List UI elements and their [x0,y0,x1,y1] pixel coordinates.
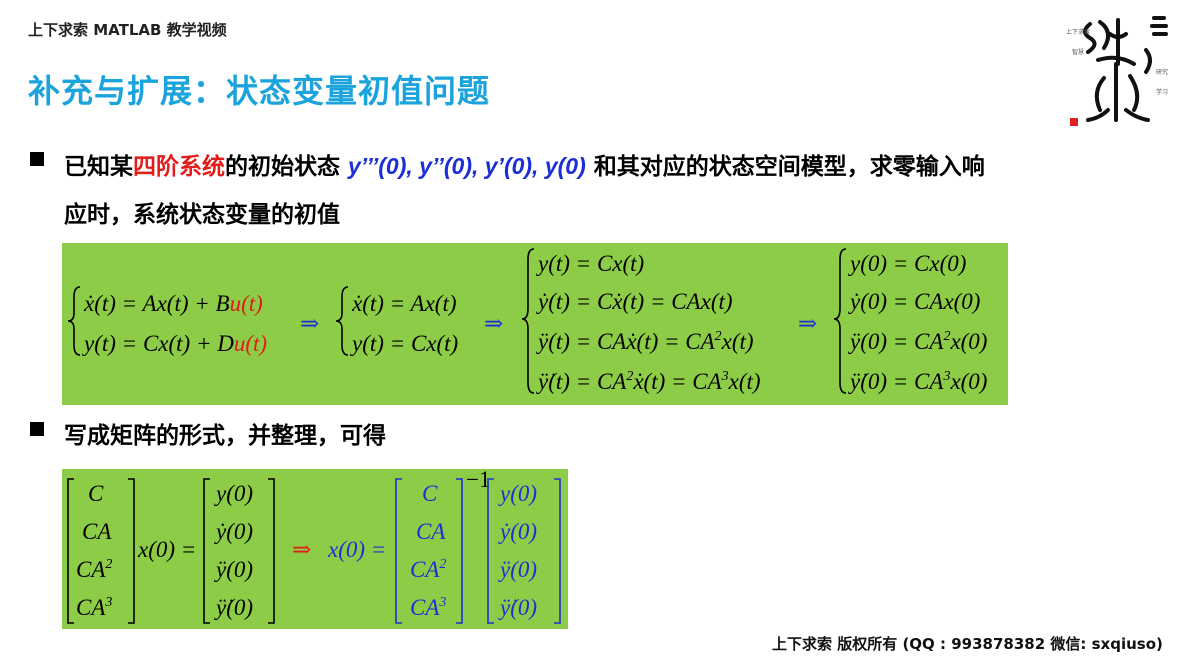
svg-text:ẏ(0): ẏ(0) [498,519,537,544]
svg-text:CA3: CA3 [410,595,446,620]
svg-text:研究: 研究 [1156,68,1168,76]
bullet-square-icon [30,422,44,436]
bullet-1-vars: y’’’(0), y’’(0), y’(0), y(0) [348,153,586,179]
svg-text:C: C [422,481,438,506]
svg-text:⇒: ⇒ [292,537,311,562]
svg-text:学习: 学习 [1156,88,1168,96]
svg-text:ÿ̇(0): ÿ̇(0) [498,595,537,620]
svg-text:智慧: 智慧 [1072,48,1084,56]
bullet-square-icon [30,152,44,166]
svg-text:C: C [88,481,104,506]
svg-text:ÿ(t) = CAẋ(t) = CA2x(t): ÿ(t) = CAẋ(t) = CA2x(t) [536,329,754,354]
svg-text:ÿ(0) = CA2x(0): ÿ(0) = CA2x(0) [848,329,987,354]
svg-text:ÿ̇(0): ÿ̇(0) [214,595,253,620]
svg-text:ÿ̇(t) = CA2ẋ(t) = CA3x(t): ÿ̇(t) = CA2ẋ(t) = CA3x(t) [536,369,761,394]
svg-text:上下求索: 上下求索 [1066,28,1090,36]
svg-text:x(0) =: x(0) = [327,537,386,562]
svg-text:CA: CA [416,519,446,544]
footer-copyright: 上下求索 版权所有 (QQ : 993878382 微信: sxqiuso) [772,635,1163,653]
svg-text:y(0) = Cx(0): y(0) = Cx(0) [848,251,966,276]
bullet-2-text: 写成矩阵的形式，并整理，可得 [64,423,386,449]
svg-text:ÿ(0): ÿ(0) [214,557,253,582]
bullet-1-line2: 应时，系统状态变量的初值 [64,202,340,228]
svg-text:y(0): y(0) [498,481,537,506]
page-title: 补充与扩展：状态变量初值问题 [28,72,491,110]
bullet-1-highlight: 四阶系统 [133,154,225,180]
svg-text:ÿ(0): ÿ(0) [498,557,537,582]
svg-text:⇒: ⇒ [484,311,503,336]
svg-text:ÿ̇(0) = CA3x(0): ÿ̇(0) = CA3x(0) [848,369,987,394]
svg-text:⇒: ⇒ [798,311,817,336]
header-text: 上下求索 MATLAB 教学视频 [28,21,227,39]
equation-2-svg: C CA CA2 CA3 x(0) = y(0) ẏ(0) ÿ(0) ÿ̇(0)… [67,469,561,624]
bullet-1-text: 已知某四阶系统的初始状态 y’’’(0), y’’(0), y’(0), y(0… [64,142,985,239]
bullet-1-part1: 已知某 [64,154,133,180]
bullet-1-part3: 和其对应的状态空间模型，求零输入响 [585,154,985,180]
calligraphy-seal-icon: 上下求索 智慧 研究 学习 [1060,14,1182,132]
svg-text:−1: −1 [466,469,490,492]
svg-text:CA3: CA3 [76,595,112,620]
bullet-1: 已知某四阶系统的初始状态 y’’’(0), y’’(0), y’(0), y(0… [30,142,985,239]
svg-text:y(t) = Cx(t): y(t) = Cx(t) [350,331,458,356]
svg-text:CA2: CA2 [76,557,112,582]
svg-text:ẋ(t) = Ax(t): ẋ(t) = Ax(t) [351,291,457,316]
equation-box-2: C CA CA2 CA3 x(0) = y(0) ẏ(0) ÿ(0) ÿ̇(0)… [62,469,568,629]
bullet-1-part2: 的初始状态 [225,154,349,180]
svg-text:ẏ(0) = CAx(0): ẏ(0) = CAx(0) [848,289,980,314]
svg-text:CA2: CA2 [410,557,446,582]
svg-text:y(t) = Cx(t) + Du(t): y(t) = Cx(t) + Du(t) [82,331,267,356]
bullet-2: 写成矩阵的形式，并整理，可得 [30,412,386,460]
equation-1-svg: ẋ(t) = Ax(t) + Bu(t) y(t) = Cx(t) + Du(t… [67,248,987,394]
svg-text:x(0) =: x(0) = [137,537,196,562]
svg-text:y(0): y(0) [214,481,253,506]
equation-box-1: ẋ(t) = Ax(t) + Bu(t) y(t) = Cx(t) + Du(t… [62,243,1008,405]
svg-text:ẏ(t) = Cẋ(t) = CAx(t): ẏ(t) = Cẋ(t) = CAx(t) [536,289,733,314]
svg-text:ẋ(t) = Ax(t) + Bu(t): ẋ(t) = Ax(t) + Bu(t) [83,291,263,316]
svg-text:⇒: ⇒ [300,311,319,336]
svg-text:ẏ(0): ẏ(0) [214,519,253,544]
svg-text:y(t) = Cx(t): y(t) = Cx(t) [536,251,644,276]
svg-text:CA: CA [82,519,112,544]
